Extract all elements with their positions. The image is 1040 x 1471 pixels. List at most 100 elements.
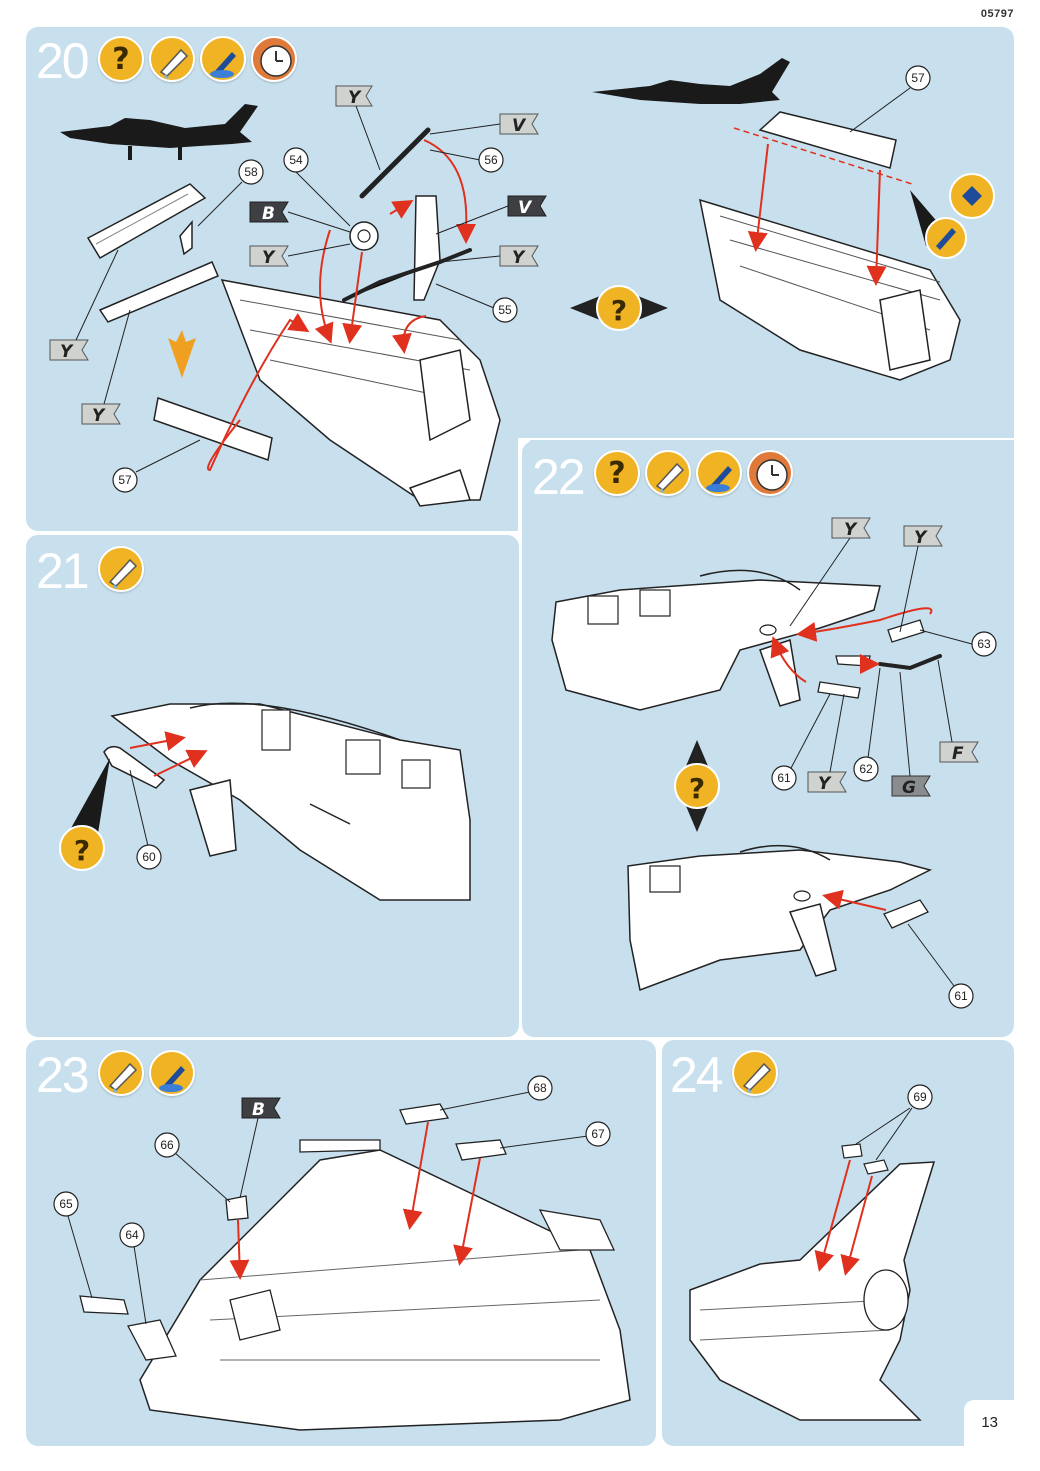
part-number-64: 64 — [125, 1228, 139, 1242]
color-code-f: F — [952, 744, 964, 764]
step-21-icons — [98, 546, 144, 592]
callout-56: 56 — [429, 147, 504, 173]
color-flag-y: Y — [49, 249, 119, 362]
callout-69: 69 — [855, 1084, 933, 1161]
step-24-number: 24 — [670, 1047, 724, 1103]
step-24-arrows — [814, 1159, 873, 1276]
step-22b-arrow — [822, 889, 887, 911]
step-20-number: 20 — [36, 33, 90, 89]
color-flag-v: V — [429, 113, 539, 136]
question-icon: ? — [689, 772, 705, 805]
part-57-canopy-rail — [758, 111, 897, 169]
part-57-canopy-rail — [153, 397, 273, 461]
clock-icon — [251, 36, 297, 82]
color-code-y: Y — [844, 520, 858, 540]
callout-68: 68 — [439, 1075, 553, 1111]
knife-icon — [936, 228, 956, 250]
question-icon: ? — [594, 450, 640, 496]
color-code-y: Y — [60, 342, 74, 362]
glue-icon — [645, 450, 691, 496]
parts-69 — [841, 1143, 889, 1175]
step-23-number: 23 — [36, 1047, 90, 1103]
callout-61: 61 — [771, 693, 831, 791]
callout-62: 62 — [853, 667, 881, 782]
callout-57-right: 57 — [849, 65, 931, 133]
step-23-icons — [98, 1050, 195, 1096]
question-icon: ? — [611, 294, 627, 327]
step-22-arrows — [770, 607, 933, 683]
nose-cockpit-illustration-22b — [627, 844, 933, 992]
panel-gap — [518, 438, 1014, 440]
step-22-number: 22 — [532, 449, 586, 505]
part-number-63: 63 — [977, 637, 991, 651]
part-61-probe — [883, 899, 929, 929]
tail-illustration — [689, 1161, 936, 1421]
color-code-v: V — [518, 198, 533, 218]
step-23-arrows — [229, 1121, 481, 1280]
callout-57: 57 — [112, 439, 201, 493]
part-number-57: 57 — [118, 473, 132, 487]
cut-and-sand-icons — [910, 173, 995, 259]
glue-icon — [149, 36, 195, 82]
question-icon: ? — [74, 834, 90, 867]
glue-icon — [98, 546, 144, 592]
probe-parts-22 — [817, 619, 942, 699]
color-code-y: Y — [92, 406, 106, 426]
color-code-y: Y — [348, 88, 362, 108]
placement-arrow-icon — [168, 330, 196, 378]
alternative-step-indicator: ? — [570, 285, 668, 331]
part-number-68: 68 — [533, 1081, 547, 1095]
document-code: 05797 — [980, 8, 1014, 20]
part-number-62: 62 — [859, 762, 873, 776]
color-flag-y: Y — [807, 693, 847, 794]
part-number-58: 58 — [244, 165, 258, 179]
jet-silhouette-right — [592, 58, 790, 104]
jet-silhouette — [60, 104, 258, 160]
color-flag-y: Y — [439, 245, 539, 268]
callout-64: 64 — [119, 1222, 147, 1325]
glue-icon — [98, 1050, 144, 1096]
parts-23 — [79, 1103, 507, 1361]
callout-54: 54 — [283, 147, 351, 227]
step-22-icons: ? — [594, 450, 793, 496]
color-flag-g: G — [891, 671, 931, 798]
clock-icon — [747, 450, 793, 496]
color-code-b: B — [252, 1100, 265, 1120]
part-number-55: 55 — [498, 303, 512, 317]
step-20b-arrows — [747, 143, 887, 286]
callout-61b: 61 — [907, 923, 974, 1009]
part-number-66: 66 — [160, 1138, 174, 1152]
part-number-54: 54 — [289, 153, 303, 167]
step-24-icons — [732, 1050, 778, 1096]
nose-cockpit-illustration — [110, 702, 471, 901]
step-20-icons: ? — [98, 36, 297, 82]
cockpit-tub-part — [86, 183, 219, 323]
page-number: 13 — [981, 1414, 998, 1431]
part-number-65: 65 — [59, 1197, 73, 1211]
paint-brush-icon — [200, 36, 246, 82]
step-21-number: 21 — [36, 543, 90, 599]
control-stick-parts — [342, 127, 472, 302]
part-60-probe — [103, 745, 166, 789]
page-number-box — [964, 1400, 1024, 1450]
paint-brush-icon — [696, 450, 742, 496]
callout-66: 66 — [154, 1132, 231, 1203]
alternative-step-indicator: ? — [674, 740, 720, 832]
color-flag-f: F — [937, 659, 979, 764]
color-code-b: B — [262, 204, 275, 224]
color-flag-y: Y — [789, 517, 871, 627]
part-number-57: 57 — [911, 71, 925, 85]
color-code-g: G — [902, 778, 916, 798]
step-20-arrows — [207, 139, 476, 472]
glue-icon — [732, 1050, 778, 1096]
color-flag-b: B — [249, 201, 351, 233]
jet-top-illustration — [139, 1139, 631, 1431]
color-flag-b: B — [239, 1097, 281, 1199]
color-code-v: V — [512, 116, 527, 136]
color-flag-v: V — [435, 195, 547, 235]
callout-67: 67 — [499, 1121, 611, 1149]
question-icon: ? — [98, 36, 144, 82]
color-code-y: Y — [262, 248, 276, 268]
sand-icon — [962, 186, 982, 206]
